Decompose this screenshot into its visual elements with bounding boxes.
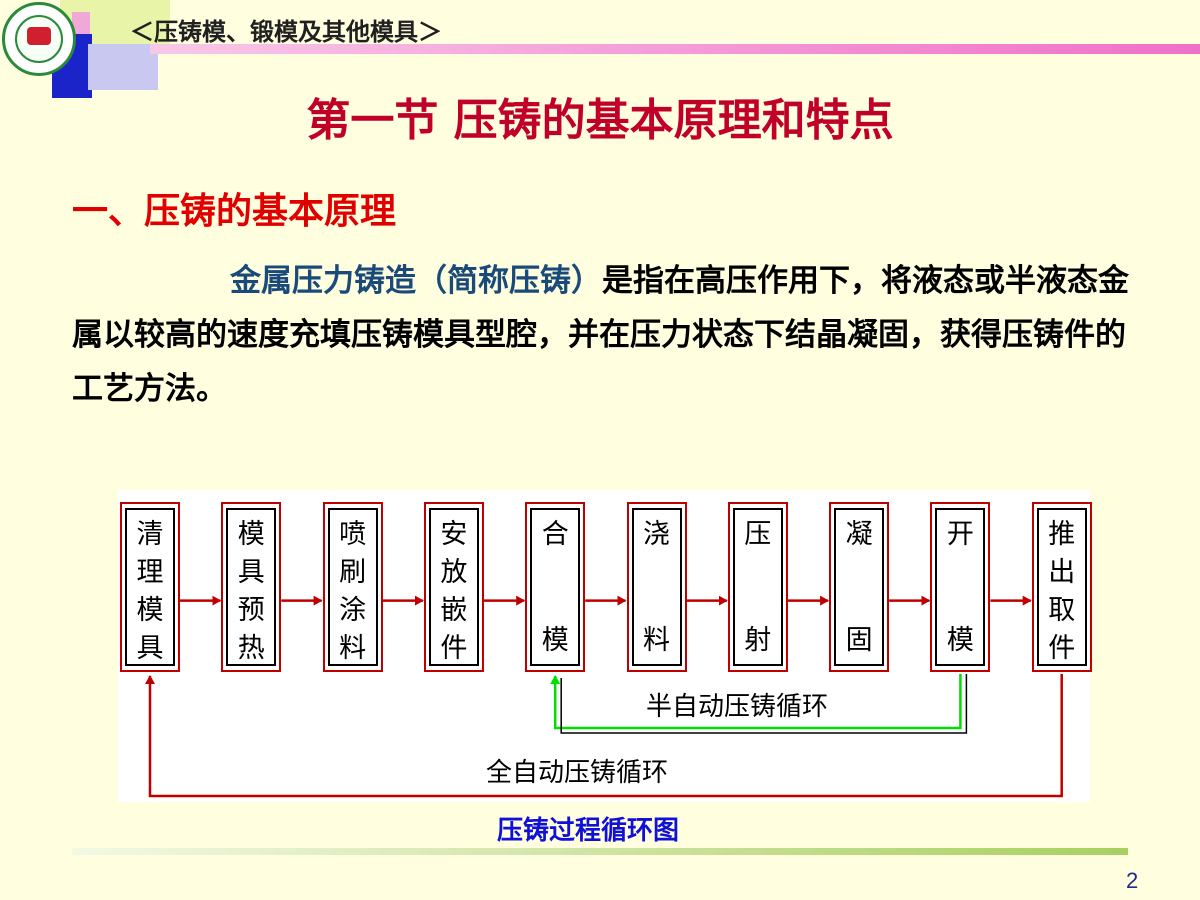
process-step-frame: 浇料 <box>631 508 682 666</box>
step-char: 合 <box>541 519 569 550</box>
process-step-4: 安放嵌件 <box>423 502 484 672</box>
semi-auto-cycle-label: 半自动压铸循环 <box>646 692 829 722</box>
step-char: 射 <box>744 625 772 656</box>
process-step-8: 凝固 <box>829 502 890 672</box>
process-step-9: 开模 <box>930 502 991 672</box>
diagram-caption: 压铸过程循环图 <box>496 816 679 846</box>
process-step-frame: 推出取件 <box>1036 508 1087 666</box>
step-char: 模 <box>946 625 974 656</box>
full-auto-cycle-label: 全自动压铸循环 <box>486 758 669 788</box>
process-step-6: 浇料 <box>626 502 687 672</box>
step-char: 模 <box>541 625 569 656</box>
process-step-frame: 合模 <box>530 508 581 666</box>
step-char: 具 <box>237 557 265 588</box>
decor-square-lavender <box>88 44 158 90</box>
process-step-frame: 喷刷涂料 <box>327 508 378 666</box>
subsection-title: 一、压铸的基本原理 <box>72 191 397 232</box>
step-char: 嵌 <box>440 595 468 626</box>
step-char: 料 <box>339 633 367 664</box>
step-char: 模 <box>237 519 265 550</box>
step-char: 清 <box>136 519 164 550</box>
university-logo-icon <box>2 2 76 76</box>
process-step-frame: 凝固 <box>834 508 885 666</box>
step-char: 件 <box>440 633 468 664</box>
header-title: ＜压铸模、锻模及其他模具＞ <box>130 18 442 46</box>
paragraph-body: 是指在高压作用下，将液态或半液态金属以较高的速度充填压铸模具型腔，并在压力状态下… <box>72 263 1129 407</box>
process-step-frame: 压射 <box>732 508 783 666</box>
process-step-frame: 安放嵌件 <box>428 508 479 666</box>
step-char: 喷 <box>339 519 367 550</box>
header-gradient-band <box>150 44 1200 54</box>
process-step-3: 喷刷涂料 <box>322 502 383 672</box>
full-auto-loop-connector <box>145 674 1063 798</box>
diagram-connectors <box>145 595 1063 798</box>
step-char: 开 <box>946 519 974 550</box>
step-char: 安 <box>440 519 468 550</box>
step-char: 凝 <box>845 519 873 550</box>
process-step-1: 清理模具 <box>120 502 180 672</box>
step-char: 模 <box>136 595 164 626</box>
paragraph-highlight: 金属压力铸造（简称压铸） <box>230 263 602 299</box>
step-char: 推 <box>1048 519 1076 550</box>
process-step-2: 模具预热 <box>221 502 282 672</box>
step-char: 件 <box>1048 633 1076 664</box>
step-char: 热 <box>237 633 265 664</box>
step-char: 涂 <box>339 595 367 626</box>
page-number: 2 <box>1126 868 1139 893</box>
process-step-7: 压射 <box>727 502 788 672</box>
step-char: 放 <box>440 557 468 588</box>
diecasting-cycle-diagram: 清理模具模具预热喷刷涂料安放嵌件合模浇料压射凝固开模推出取件 半自动压铸循环 全… <box>118 490 1092 802</box>
step-char: 预 <box>237 595 265 626</box>
process-step-frame: 清理模具 <box>125 508 175 666</box>
step-char: 理 <box>136 557 164 588</box>
process-step-frame: 开模 <box>935 508 986 666</box>
step-char: 取 <box>1048 595 1076 626</box>
semi-auto-loop-shadow <box>560 674 968 734</box>
logo-emblem <box>27 27 51 45</box>
footer-rule <box>72 848 1128 855</box>
definition-paragraph: 金属压力铸造（简称压铸）是指在高压作用下，将液态或半液态金属以较高的速度充填压铸… <box>72 254 1142 416</box>
step-char: 刷 <box>339 557 367 588</box>
step-char: 浇 <box>643 519 670 550</box>
process-step-5: 合模 <box>525 502 586 672</box>
section-title: 第一节 压铸的基本原理和特点 <box>306 95 894 146</box>
process-step-10: 推出取件 <box>1031 502 1092 672</box>
semi-auto-loop-connector <box>550 674 962 730</box>
step-char: 料 <box>643 625 670 656</box>
step-char: 具 <box>136 633 164 664</box>
step-char: 出 <box>1048 557 1076 588</box>
step-char: 固 <box>845 625 873 656</box>
process-step-frame: 模具预热 <box>226 508 277 666</box>
step-char: 压 <box>744 519 772 550</box>
